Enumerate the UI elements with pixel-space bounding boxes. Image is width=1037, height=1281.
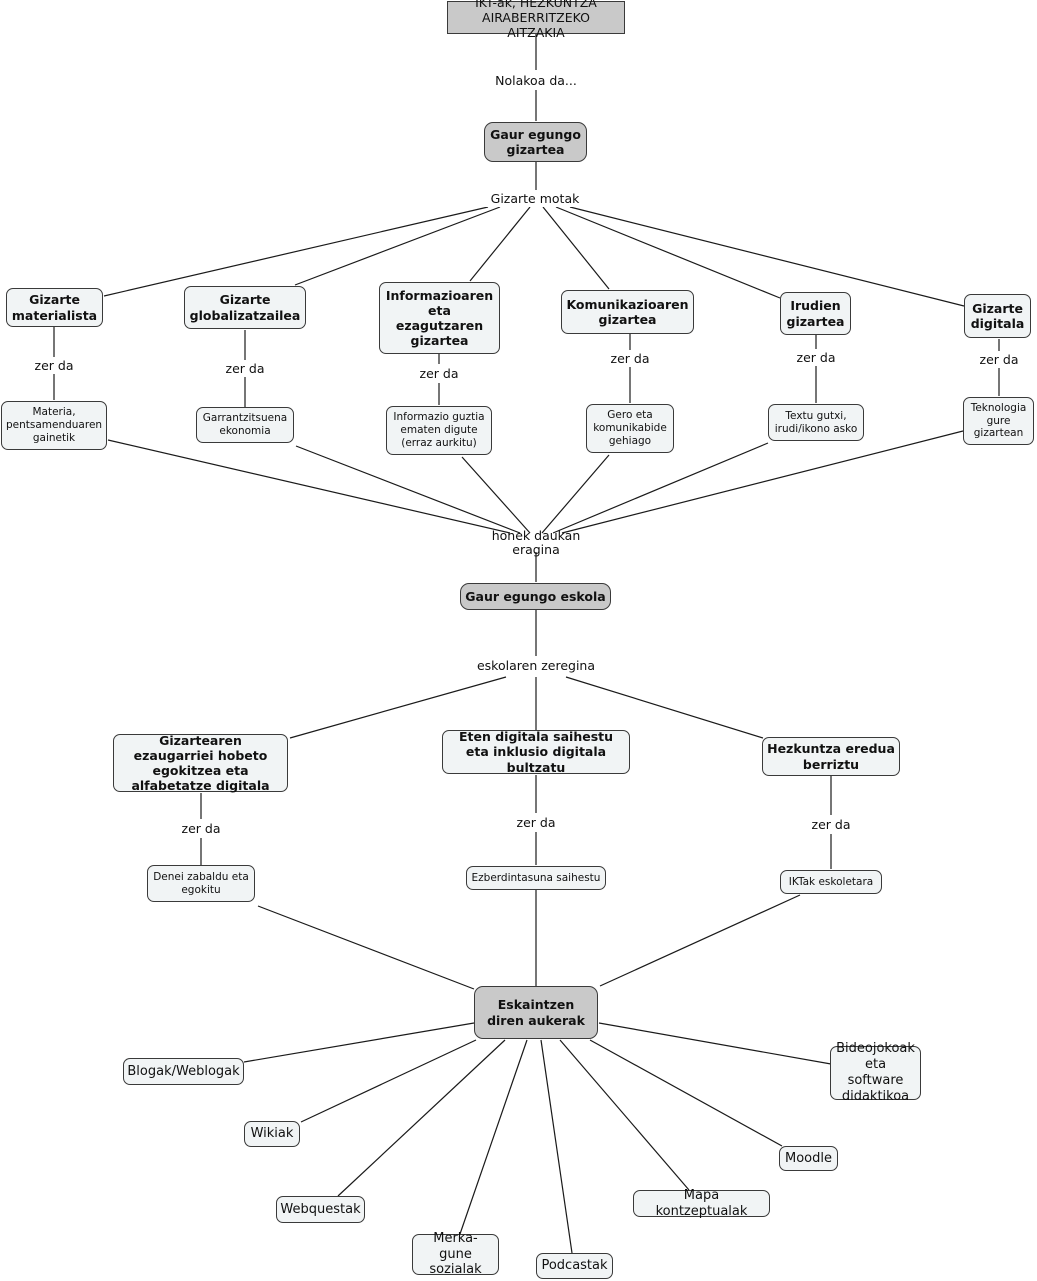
node-ezberdintasuna-saihestu[interactable]: Ezberdintasuna saihestu [466,866,606,890]
link-label-zer-da: zer da [511,814,561,831]
map-title-node[interactable]: IKT-ak, HEZKUNTZA AIRABERRITZEKO AITZAKI… [447,0,625,40]
connector [541,454,610,534]
node-hezkuntza-eredua[interactable]: Hezkuntza eredua berriztu [762,737,900,776]
link-label-nolakoa: Nolakoa da... [490,72,582,89]
node-irudien-gizartea[interactable]: Irudien gizartea [780,292,851,335]
node-gaur-egungo-gizartea[interactable]: Gaur egungo gizartea [484,122,587,162]
node-gero-eta-komunikabide[interactable]: Gero eta komunikabide gehiago [586,404,674,453]
connector [589,1039,783,1147]
connector [598,1022,832,1065]
link-label-zer-da: zer da [220,360,270,377]
link-label-zer-da: zer da [974,351,1024,368]
node-denei-zabaldu[interactable]: Denei zabaldu eta egokitu [147,865,255,902]
connector [294,206,501,286]
node-iktak-eskoletara[interactable]: IKTak eskoletara [780,870,882,894]
connector [469,206,531,282]
connector [569,206,965,307]
node-podcastak[interactable]: Podcastak [536,1253,613,1279]
node-eskaintzen-diren-aukerak[interactable]: Eskaintzen diren aukerak [474,986,598,1039]
connector [289,676,507,739]
connector [337,1039,506,1197]
connector [459,1039,528,1235]
node-eten-digitala[interactable]: Eten digitala saihestu eta inklusio digi… [442,729,630,775]
connector [103,206,489,297]
link-label-eskolaren-zeregina: eskolaren zeregina [473,657,599,674]
connector [461,456,531,534]
connector [561,430,964,534]
connector [565,676,764,739]
link-label-gizarte-motak: Gizarte motak [485,190,585,207]
connector [555,206,781,299]
link-label-zer-da: zer da [176,820,226,837]
node-komunikazioaren-gizartea[interactable]: Komunikazioaren gizartea [561,290,694,334]
node-garrantzitsuena-ekonomia[interactable]: Garrantzitsuena ekonomia [196,407,294,443]
connector [300,1039,477,1123]
node-informazio-guztia[interactable]: Informazio guztia ematen digute (erraz a… [386,406,492,455]
node-merka-gune-sozialak[interactable]: Merka-gune sozialak [412,1231,499,1277]
connector [542,206,610,290]
connector [552,442,769,534]
node-gizarte-materialista[interactable]: Gizarte materialista [6,288,103,327]
connector [257,905,475,990]
node-gizartearen-ezaugarriei[interactable]: Gizartearen ezaugarriei hobeto egokitzea… [113,733,288,793]
node-blogak-weblogak[interactable]: Blogak/Weblogak [123,1058,244,1085]
node-textu-gutxi[interactable]: Textu gutxi, irudi/ikono asko [768,404,864,441]
link-label-zer-da: zer da [605,350,655,367]
node-wikiak[interactable]: Wikiak [244,1121,300,1147]
node-moodle[interactable]: Moodle [779,1146,838,1171]
node-webquestak[interactable]: Webquestak [276,1196,365,1223]
node-mapa-kontzeptualak[interactable]: Mapa kontzeptualak [633,1188,770,1219]
connector [599,894,801,987]
node-materia-pentsamenduaren[interactable]: Materia, pentsamenduaren gainetik [1,401,107,450]
link-label-zer-da: zer da [414,365,464,382]
connector [243,1022,475,1063]
node-bideojokoak[interactable]: Bideojokoak eta software didaktikoa [830,1041,921,1104]
link-label-zer-da: zer da [29,357,79,374]
node-teknologia-gure[interactable]: Teknologia gure gizartean [963,397,1034,445]
connector [540,1039,573,1254]
node-gizarte-globalizatzailea[interactable]: Gizarte globalizatzailea [184,286,306,329]
connector [295,445,521,534]
connector [107,439,511,534]
node-informazioaren-gizartea[interactable]: Informazioaren eta ezagutzaren gizartea [379,282,500,354]
node-gizarte-digitala[interactable]: Gizarte digitala [964,294,1031,338]
link-label-zer-da: zer da [791,349,841,366]
link-label-zer-da: zer da [806,816,856,833]
connector [559,1039,690,1191]
node-gaur-egungo-eskola[interactable]: Gaur egungo eskola [460,583,611,610]
link-label-honek-daukan-eragina: honek daukan eragina [464,528,608,556]
